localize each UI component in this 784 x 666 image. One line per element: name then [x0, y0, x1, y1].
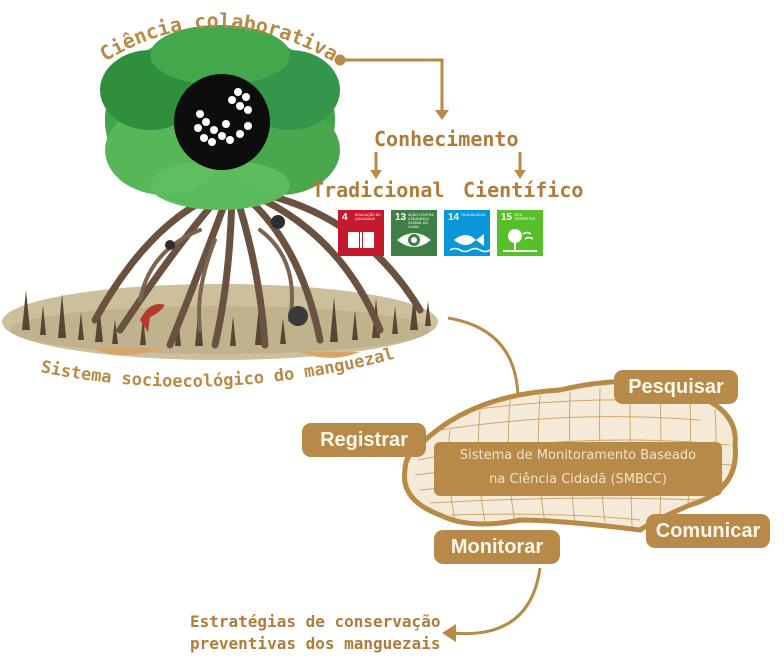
knowledge-label: Conhecimento	[374, 127, 519, 151]
sdg-tile: 14 Vida na água	[444, 210, 490, 256]
citizen-science-logo	[174, 74, 270, 170]
logo-glyph-icon	[194, 88, 252, 146]
smbcc-title: Sistema de Monitoramento Baseado na Ciên…	[459, 448, 697, 487]
scientific-label: Científico	[463, 178, 584, 202]
knowledge-connector	[334, 54, 522, 172]
traditional-label: Tradicional	[312, 178, 445, 202]
ibis-icon	[140, 304, 165, 332]
monitoring-net	[401, 378, 738, 533]
communicate-badge: Comunicar	[646, 514, 770, 548]
research-badge: Pesquisar	[614, 370, 738, 404]
canoe	[300, 352, 360, 358]
flow-arrow	[447, 316, 520, 406]
sdg-tile: 13 Ação contra a mudança global do clima	[391, 210, 437, 256]
register-badge: Registrar	[302, 423, 426, 457]
crab-icon	[271, 215, 285, 229]
person-icon	[288, 306, 308, 326]
eye-icon	[397, 233, 431, 247]
sdg-tile: 15 Vida terrestre	[497, 210, 543, 256]
sdg-tile: 4 Educação de qualidade	[338, 210, 384, 256]
seedlings	[22, 290, 431, 346]
monitor-badge: Monitorar	[434, 530, 560, 564]
outcome-arrow	[451, 567, 542, 636]
fish-icon	[449, 234, 490, 253]
conservation-strategies-label: Estratégias de conservação preventivas d…	[190, 612, 441, 653]
tree-icon	[503, 229, 537, 252]
canoe	[90, 348, 160, 355]
book-icon	[348, 232, 374, 248]
